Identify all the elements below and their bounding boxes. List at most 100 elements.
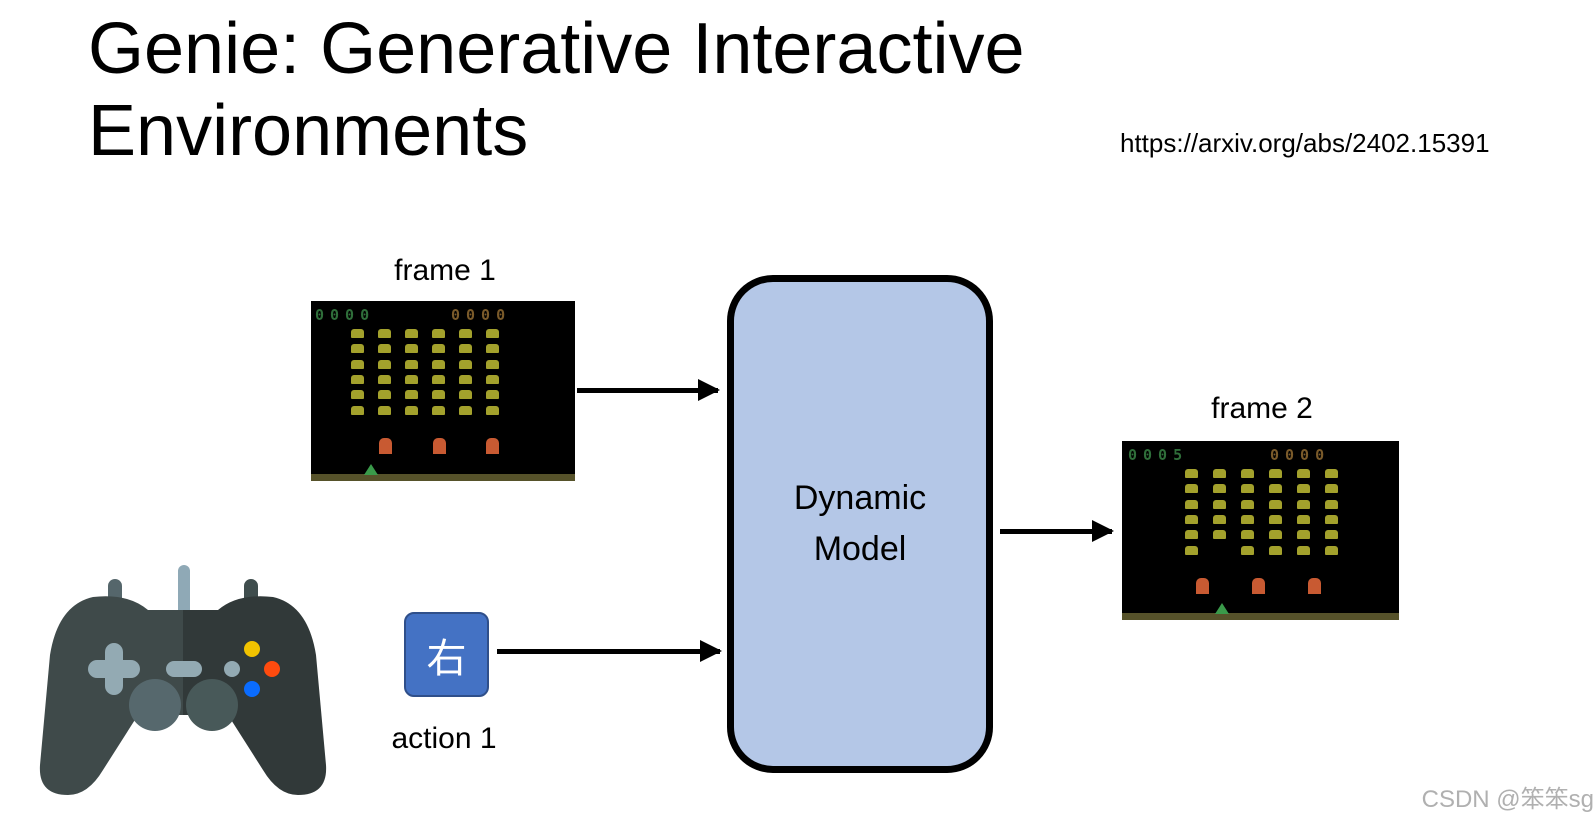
invader xyxy=(1269,484,1282,494)
invader xyxy=(351,329,364,338)
arrow-action-to-model xyxy=(497,640,722,662)
arrow-frame1-to-model xyxy=(577,379,720,401)
invader xyxy=(351,390,364,400)
frame-1-score-left: 0000 xyxy=(315,306,376,324)
invader xyxy=(486,374,499,384)
bunker xyxy=(1308,578,1321,594)
invader xyxy=(1297,514,1310,524)
invader xyxy=(405,405,418,415)
invader xyxy=(1325,499,1338,509)
invader xyxy=(432,329,445,338)
invader xyxy=(459,359,472,369)
frame-2-label: frame 2 xyxy=(1211,392,1313,425)
invader xyxy=(351,359,364,369)
invader xyxy=(351,405,364,415)
action-key-right: 右 xyxy=(404,612,489,697)
invader xyxy=(1297,499,1310,509)
invader xyxy=(459,374,472,384)
invader xyxy=(459,329,472,338)
invader xyxy=(1297,484,1310,494)
player-cannon xyxy=(364,464,378,475)
invader xyxy=(1185,484,1198,494)
invader xyxy=(1325,469,1338,478)
invader xyxy=(1269,499,1282,509)
bunker xyxy=(1252,578,1265,594)
invader xyxy=(405,390,418,400)
invader xyxy=(1325,545,1338,555)
invader xyxy=(1241,484,1254,494)
invader xyxy=(378,329,391,338)
invader xyxy=(1269,469,1282,478)
invader xyxy=(1213,484,1226,494)
model-label-line-1: Dynamic xyxy=(793,479,927,517)
invader xyxy=(1241,545,1254,555)
invader xyxy=(432,390,445,400)
invader xyxy=(1241,530,1254,540)
paper-url: https://arxiv.org/abs/2402.15391 xyxy=(1120,128,1490,158)
invader xyxy=(486,390,499,400)
invader xyxy=(1213,514,1226,524)
invader xyxy=(1185,514,1198,524)
invader xyxy=(405,344,418,354)
invader xyxy=(1213,469,1226,478)
invader xyxy=(1297,469,1310,478)
title-line-1: Genie: Generative Interactive xyxy=(88,9,1025,89)
invader xyxy=(459,405,472,415)
invader xyxy=(459,390,472,400)
action-label: action 1 xyxy=(391,722,497,755)
invader xyxy=(405,359,418,369)
invader xyxy=(1325,514,1338,524)
invader xyxy=(378,390,391,400)
watermark: CSDN @笨笨sg xyxy=(1421,786,1594,813)
invader xyxy=(486,329,499,338)
invader xyxy=(405,329,418,338)
invader xyxy=(1213,530,1226,540)
invader xyxy=(351,374,364,384)
title-line-2: Environments xyxy=(88,91,529,171)
invader xyxy=(432,374,445,384)
invader xyxy=(378,359,391,369)
model-label-line-2: Model xyxy=(813,530,907,568)
invader xyxy=(1269,530,1282,540)
ground xyxy=(311,474,575,481)
gamepad-icon xyxy=(39,565,327,795)
frame-1-image: 0000 0000 xyxy=(311,301,575,481)
bunker xyxy=(433,438,446,454)
invader xyxy=(1241,499,1254,509)
dynamic-model-box: Dynamic Model xyxy=(727,275,993,773)
invader xyxy=(486,405,499,415)
invader xyxy=(1185,469,1198,478)
invader xyxy=(1325,484,1338,494)
invader xyxy=(1241,469,1254,478)
invader xyxy=(378,374,391,384)
invader xyxy=(459,344,472,354)
frame-1-score-right: 0000 xyxy=(451,306,512,324)
invader xyxy=(378,344,391,354)
invader xyxy=(486,344,499,354)
invader xyxy=(1241,514,1254,524)
invader xyxy=(1185,545,1198,555)
invader xyxy=(378,405,391,415)
bunker xyxy=(486,438,499,454)
invader xyxy=(405,374,418,384)
invader xyxy=(351,344,364,354)
bunker xyxy=(379,438,392,454)
invader xyxy=(1213,499,1226,509)
invader xyxy=(1185,530,1198,540)
invader xyxy=(1325,530,1338,540)
player-cannon xyxy=(1215,603,1229,614)
arrow-model-to-frame2 xyxy=(1000,520,1114,542)
invader xyxy=(1269,545,1282,555)
frame-2-score-right: 0000 xyxy=(1270,446,1331,464)
invader xyxy=(432,405,445,415)
frame-2-score-left: 0005 xyxy=(1128,446,1189,464)
invader xyxy=(1269,514,1282,524)
frame-1-label: frame 1 xyxy=(394,254,496,287)
invader xyxy=(432,344,445,354)
invader xyxy=(1297,530,1310,540)
invader xyxy=(1297,545,1310,555)
invader xyxy=(1185,499,1198,509)
invader xyxy=(432,359,445,369)
frame-2-image: 0005 0000 xyxy=(1122,441,1399,620)
